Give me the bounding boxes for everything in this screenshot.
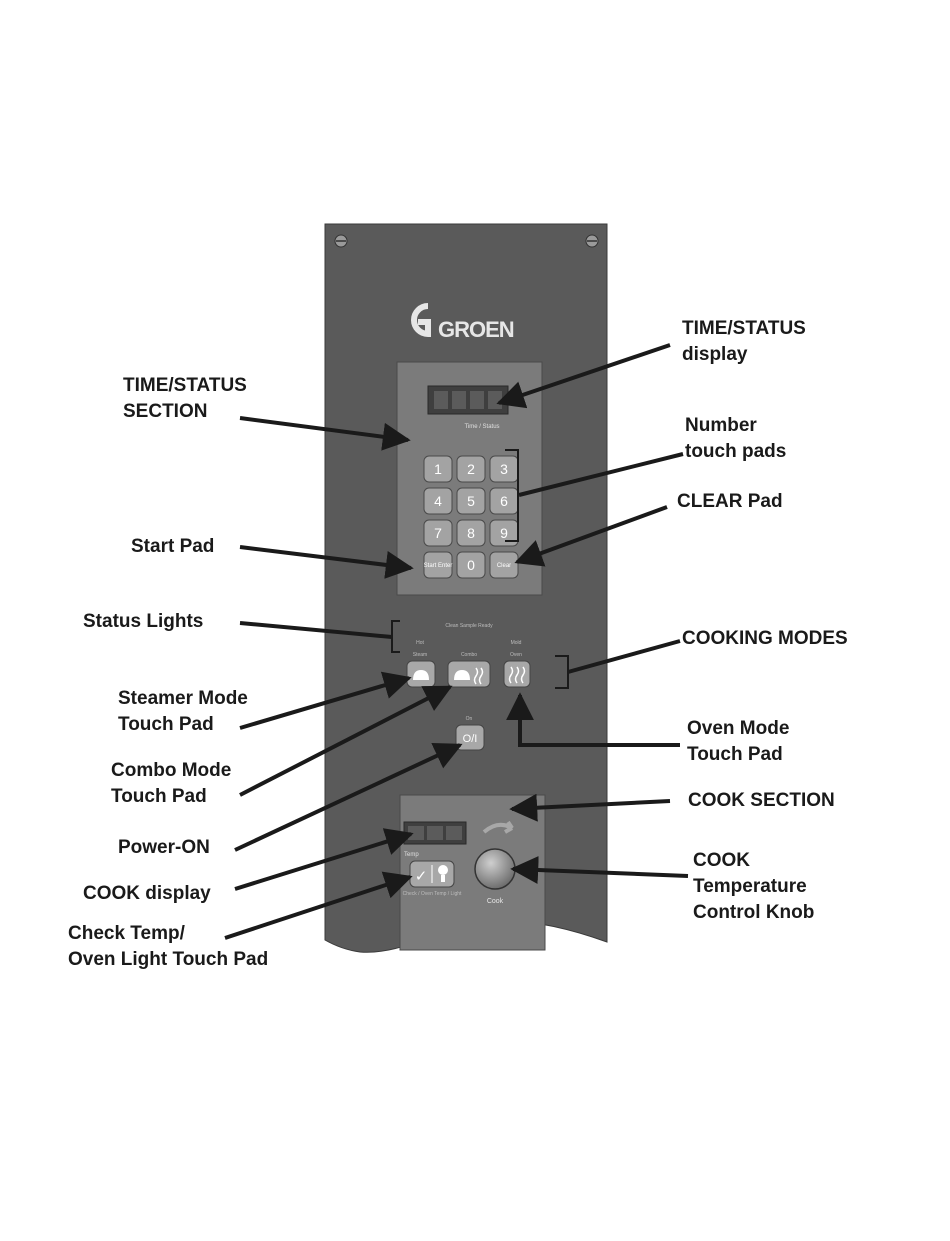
callout-time-status-section: TIME/STATUS SECTION: [123, 375, 247, 422]
keypad-label: 7: [434, 525, 442, 541]
keypad-9-button[interactable]: 9: [489, 519, 519, 547]
power-label: On: [466, 716, 473, 722]
light-bulb-icon: [438, 865, 448, 882]
callout-time-status-display: TIME/STATUS display: [682, 318, 806, 365]
cook-label: Cook: [487, 898, 504, 905]
combo-mode-pad[interactable]: [447, 660, 491, 688]
callout-cook-section: COOK SECTION: [688, 790, 835, 811]
brand-name: GROEN: [438, 317, 514, 342]
keypad-label: 4: [434, 493, 442, 509]
keypad-label: 9: [500, 525, 508, 541]
cook-display: [403, 821, 467, 845]
mode-label-combo: Combo: [461, 652, 477, 658]
mode-label-oven: Oven: [510, 652, 522, 658]
callout-cook-temp-knob: COOK Temperature Control Knob: [693, 850, 815, 923]
checkmark-icon: ✓: [415, 867, 428, 885]
mode-label-steam: Steam: [413, 652, 427, 658]
cook-temperature-knob[interactable]: [474, 848, 516, 890]
check-temp-oven-light-pad[interactable]: ✓: [409, 860, 455, 888]
keypad-4-button[interactable]: 4: [423, 487, 453, 515]
kettle-icon: [454, 670, 470, 680]
heat-waves-icon: [508, 666, 526, 684]
keypad-0-button[interactable]: 0: [456, 551, 486, 579]
keypad-label: 8: [467, 525, 475, 541]
time-status-label: Time / Status: [464, 424, 499, 430]
keypad-label: 5: [467, 493, 475, 509]
callout-number-touch-pads: Number touch pads: [685, 415, 787, 462]
heat-waves-icon: [473, 667, 484, 685]
keypad-label: 6: [500, 493, 508, 509]
keypad-label: Start Enter: [424, 563, 453, 569]
kettle-icon: [413, 670, 429, 680]
screw-icon: [585, 234, 599, 248]
callout-power-on: Power-ON: [118, 837, 210, 858]
keypad-1-button[interactable]: 1: [423, 455, 453, 483]
callout-arrows: [224, 343, 689, 940]
callout-check-temp: Check Temp/ Oven Light Touch Pad: [68, 923, 269, 970]
power-on-button[interactable]: O/I: [455, 724, 485, 751]
keypad-6-button[interactable]: 6: [489, 487, 519, 515]
display-digits: [434, 391, 502, 409]
keypad-label: 3: [500, 461, 508, 477]
keypad-start-enter-button[interactable]: Start Enter: [423, 551, 453, 579]
check-label: Check / Oven Temp / Light: [403, 891, 462, 897]
callout-cook-display: COOK display: [83, 883, 211, 904]
keypad-2-button[interactable]: 2: [456, 455, 486, 483]
callout-cooking-modes: COOKING MODES: [682, 628, 848, 649]
keypad-label: 0: [467, 557, 475, 573]
steamer-mode-pad[interactable]: [406, 660, 436, 688]
groen-logo: GROEN: [411, 303, 515, 342]
callout-combo-mode: Combo Mode Touch Pad: [111, 760, 232, 807]
keypad-label: 2: [467, 461, 475, 477]
rotation-arrow-icon: [482, 820, 514, 834]
keypad-7-button[interactable]: 7: [423, 519, 453, 547]
callout-start-pad: Start Pad: [131, 536, 215, 557]
keypad-label: 1: [434, 461, 442, 477]
callout-status-lights: Status Lights: [83, 611, 204, 632]
temp-label: Temp: [404, 852, 419, 858]
keypad-3-button[interactable]: 3: [489, 455, 519, 483]
status-light-hot: Hot: [416, 640, 424, 646]
number-pads-bracket: [505, 449, 519, 542]
keypad-label: Clear: [497, 563, 511, 569]
callout-oven-mode: Oven Mode Touch Pad: [687, 718, 790, 765]
status-light-clean: Clean Sample Ready: [445, 623, 493, 629]
oven-mode-pad[interactable]: [503, 660, 531, 688]
callout-steamer-mode: Steamer Mode Touch Pad: [118, 688, 248, 735]
svg-text:O/I: O/I: [463, 733, 478, 745]
keypad-8-button[interactable]: 8: [456, 519, 486, 547]
keypad-clear-button[interactable]: Clear: [489, 551, 519, 579]
status-light-mold: Mold: [511, 640, 522, 646]
keypad-5-button[interactable]: 5: [456, 487, 486, 515]
callout-clear-pad: CLEAR Pad: [677, 491, 783, 512]
screw-icon: [334, 234, 348, 248]
